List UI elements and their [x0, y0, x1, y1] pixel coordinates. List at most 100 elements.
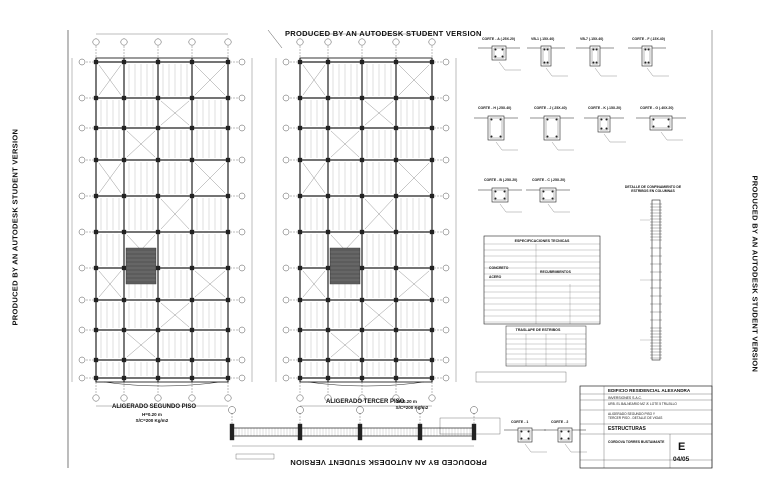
- grid-bubble-left: [78, 296, 86, 304]
- plan-outline: [299, 57, 433, 383]
- note-box: [235, 453, 275, 460]
- column: [429, 229, 435, 235]
- column: [121, 327, 127, 333]
- column: [189, 229, 195, 235]
- grid-bubble-top: [154, 38, 162, 46]
- column: [359, 59, 365, 65]
- grid-bubble-left: [78, 192, 86, 200]
- column: [189, 265, 195, 271]
- rebar-dot: [647, 61, 650, 64]
- rebar-dot: [555, 135, 558, 138]
- grid-bubble-bottom: [224, 394, 232, 402]
- stirrup-outline: [591, 47, 599, 65]
- grid-bubble-right: [442, 356, 450, 364]
- section-outline: [491, 45, 507, 61]
- section-outline: [491, 187, 509, 203]
- column: [393, 375, 399, 381]
- callout-leader: [594, 67, 602, 77]
- column: [359, 95, 365, 101]
- column: [297, 193, 303, 199]
- grid-bubble-right: [238, 156, 246, 164]
- opening-cross: [302, 64, 326, 96]
- column: [359, 327, 365, 333]
- grid-bubble-right: [238, 58, 246, 66]
- grid-bubble-left: [282, 264, 290, 272]
- section-label-h: CORTE - H (.25X.40): [478, 106, 512, 110]
- plan-1-height: H=0.20 m: [142, 412, 162, 417]
- opening-cross: [160, 198, 190, 230]
- rebar-dot: [503, 197, 506, 200]
- column: [121, 229, 127, 235]
- column: [121, 125, 127, 131]
- column: [359, 297, 365, 303]
- column: [325, 193, 331, 199]
- watermark-top: PRODUCED BY AN AUTODESK STUDENT VERSION: [285, 29, 482, 38]
- column: [297, 357, 303, 363]
- tb-location: URB. EL BALNEARIO MZ 'A' LOTE 5 TRUJILLO: [608, 402, 677, 406]
- rebar-dot: [592, 48, 595, 51]
- column: [297, 157, 303, 163]
- callout-leader: [660, 131, 668, 141]
- column: [189, 193, 195, 199]
- grid-bubble-left: [78, 264, 86, 272]
- column: [225, 375, 231, 381]
- stirrup-outline: [493, 189, 507, 201]
- grid-bubble-left: [282, 228, 290, 236]
- grid-bubble-left: [282, 192, 290, 200]
- grid-bubble-bottom: [154, 394, 162, 402]
- grid-bubble-top: [358, 38, 366, 46]
- floor-plan-third-floor: [275, 33, 457, 407]
- rebar-dot: [595, 48, 598, 51]
- rebar-dot: [644, 48, 647, 51]
- section-outline: [517, 427, 533, 443]
- plan-1-title: ALIGERADO SEGUNDO PISO: [112, 404, 197, 410]
- column: [155, 229, 161, 235]
- column: [121, 157, 127, 163]
- column: [189, 297, 195, 303]
- opening-cross: [126, 130, 156, 158]
- grid-bubble-right: [238, 356, 246, 364]
- grid-bubble-left: [78, 228, 86, 236]
- tb-sheet-letter: E: [678, 441, 686, 453]
- specs-row-steel: ACERO: [489, 275, 502, 279]
- callout-leader: [498, 61, 506, 71]
- rebar-dot: [652, 118, 655, 121]
- callout-leader: [564, 443, 572, 453]
- rebar-dot: [490, 135, 493, 138]
- opening-cross: [194, 162, 226, 194]
- callout-leader: [545, 67, 553, 77]
- callout-leader: [524, 443, 532, 453]
- column: [93, 125, 99, 131]
- grid-bubble-right: [238, 296, 246, 304]
- tb-sheet-number: 04/05: [673, 456, 690, 463]
- column: [155, 95, 161, 101]
- title-block-frame: [579, 385, 713, 469]
- tb-owner: INVERSIONES S.A.C.: [608, 396, 642, 400]
- column: [93, 95, 99, 101]
- grid-bubble-left: [78, 326, 86, 334]
- callout-leader: [646, 67, 654, 77]
- opening-cross: [398, 162, 430, 194]
- grid-bubble-right: [442, 58, 450, 66]
- grid-bubble-top: [224, 38, 232, 46]
- column: [189, 327, 195, 333]
- rebar-dot: [499, 118, 502, 121]
- opening-cross: [364, 100, 394, 126]
- diagonal-mark: [267, 29, 283, 49]
- column: [225, 193, 231, 199]
- rebar-dot: [494, 48, 497, 51]
- section-label-f: CORTE - F (.15X.40): [632, 37, 665, 41]
- column: [297, 229, 303, 235]
- section-outline: [649, 115, 673, 131]
- grid-bubble-top: [296, 38, 304, 46]
- rebar-dot: [542, 197, 545, 200]
- stirrup-outline: [599, 117, 609, 131]
- stirrup-confinement-detail: [640, 199, 662, 361]
- rebar-dot: [567, 437, 570, 440]
- grid-bubble-left: [78, 124, 86, 132]
- column: [297, 327, 303, 333]
- column: [225, 327, 231, 333]
- stirrup-outline: [559, 429, 571, 441]
- grid-bubble-bottom: [120, 394, 128, 402]
- column: [189, 357, 195, 363]
